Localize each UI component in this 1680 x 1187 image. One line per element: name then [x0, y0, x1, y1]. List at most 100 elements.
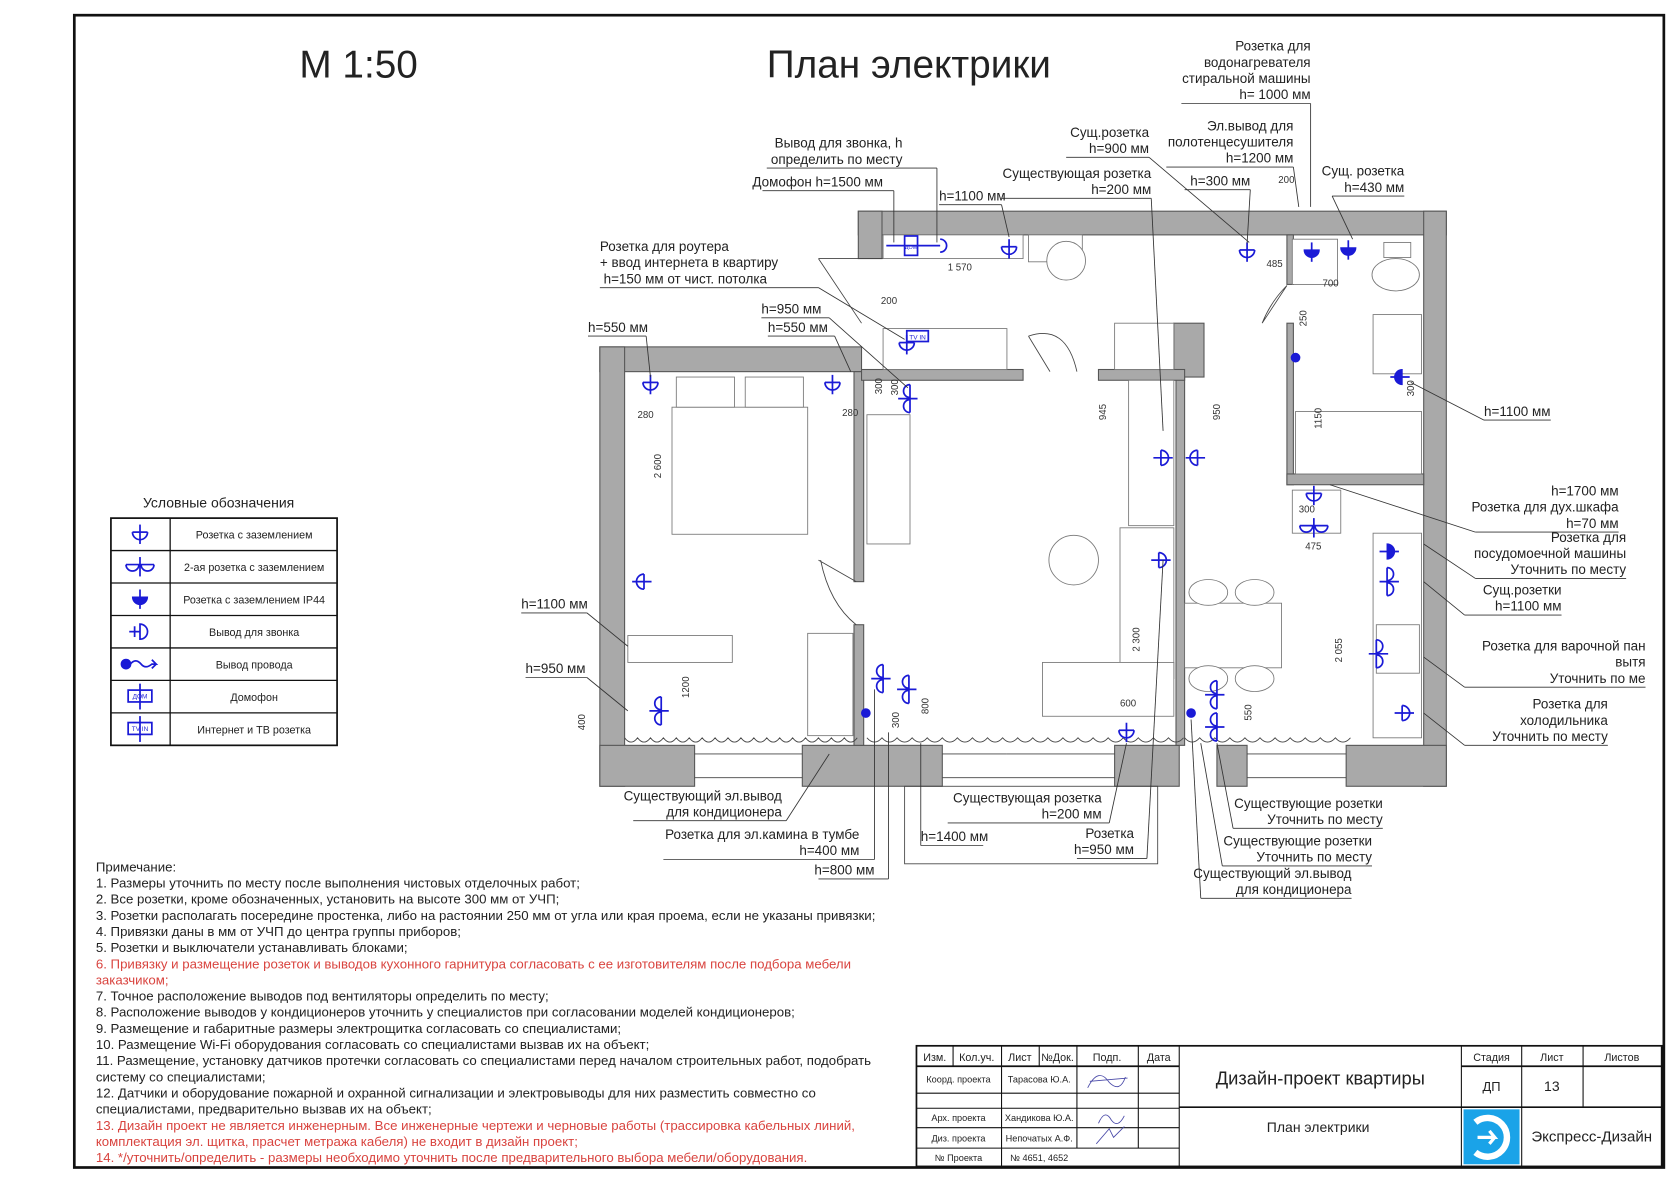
notes-title: Примечание: [96, 859, 176, 874]
annotation-line: h=70 мм [1566, 516, 1619, 531]
legend-label: 2-ая розетка с заземлением [184, 562, 324, 574]
annotation-line: Вывод для звонка, h [775, 136, 903, 151]
note-line: 11. Размещение, установку датчиков проте… [96, 1053, 871, 1068]
wire-outlet-icon [120, 658, 159, 670]
annotation-line: h=1700 мм [1551, 484, 1619, 499]
title-block-header: Дата [1147, 1052, 1171, 1064]
title-block-header: Подп. [1093, 1052, 1122, 1064]
title-block-name: Непочатых А.Ф. [1006, 1134, 1073, 1144]
legend-label: Интернет и ТВ розетка [197, 724, 311, 736]
dimension-value: 300 [1406, 380, 1417, 397]
annotation-line: Существующий эл.вывод [1193, 866, 1351, 881]
annotation-line: h=550 мм [588, 320, 648, 335]
note-line: специалистами, предварительно вызвав их … [96, 1102, 432, 1117]
dimension-value: 2 300 [1131, 627, 1142, 652]
project-title: Дизайн-проект квартиры [1216, 1068, 1425, 1089]
title-block-name: № 4651, 4652 [1010, 1153, 1068, 1163]
annotation-label: h=1100 мм [1410, 382, 1551, 421]
note-line: 12. Датчики и оборудование пожарной и ох… [96, 1086, 816, 1101]
socket-ip44-icon [131, 588, 149, 610]
dimension-value: 800 [920, 697, 931, 714]
leader-line [1150, 198, 1164, 431]
annotation-line: Эл.вывод для [1207, 118, 1293, 133]
annotation-line: h=1400 мм [921, 829, 989, 844]
dimension-value: 485 [1266, 259, 1282, 270]
annotation-text: h=950 мм [526, 661, 586, 676]
annotation-line: Розетка для роутера [600, 239, 730, 254]
annotation-text: Розетка для роутера+ ввод интернета в кв… [600, 239, 779, 286]
annotation-label: h=950 мм [525, 661, 629, 712]
dimension-value: 1 570 [948, 262, 973, 273]
floor-plan: ДОМ TV IN 1 5702004857002002503001150280… [577, 175, 1447, 865]
leader-line [1292, 166, 1300, 207]
annotation-line: Сущ.розетка [1070, 125, 1149, 140]
legend-item: Вывод для звонка [110, 614, 338, 641]
leader-line [586, 612, 629, 647]
leader-line [1423, 543, 1476, 579]
legend-label: Вывод провода [216, 659, 293, 671]
legend-icon-tag: TV IN [132, 726, 149, 733]
leader-line [645, 336, 651, 378]
annotation-text: h=1400 мм [921, 829, 989, 844]
leader-line [1190, 719, 1202, 899]
note-line: 4. Привязки даны в мм от УЧП до центра г… [96, 924, 461, 939]
legend: Условные обозначения Розетка с заземлени… [110, 494, 338, 747]
annotation-line: Существующие розетки [1223, 834, 1372, 849]
leader-line [1200, 743, 1223, 867]
leader-line [785, 753, 830, 821]
annotation-line: Розетка [1085, 826, 1134, 841]
annotation-line: холодильника [1520, 713, 1608, 728]
dimension-value: 950 [1212, 403, 1223, 420]
annotation-line: + ввод интернета в квартиру [600, 255, 779, 270]
note-line: 10. Размещение Wi-Fi оборудования соглас… [96, 1037, 649, 1052]
dimension-value: 550 [1243, 704, 1254, 721]
title-block-header: Лист [1008, 1052, 1031, 1064]
annotation-text: h=550 мм [588, 320, 648, 335]
page-title: План электрики [767, 44, 1051, 87]
legend-item: Вывод провода [110, 647, 338, 671]
tv-internet-socket-icon: TV IN [127, 716, 153, 742]
annotation-line: Сущ. розетка [1322, 164, 1405, 179]
stage-header: Стадия [1473, 1052, 1510, 1064]
leader-line [828, 317, 909, 389]
annotation-label: h=1100 мм [939, 188, 1010, 238]
annotation-text: h=1100 мм [521, 597, 588, 612]
socket-grounded-icon [131, 523, 149, 545]
stage-value: ДП [1483, 1079, 1501, 1094]
leader-line [1108, 743, 1127, 823]
annotation-line: h=950 мм [1074, 842, 1134, 857]
legend-title: Условные обозначения [143, 494, 294, 510]
double-socket-grounded-icon [125, 556, 155, 578]
annotation-text: h=1100 мм [939, 188, 1006, 203]
title-block-role: Коорд. проекта [926, 1074, 991, 1084]
annotation-line: Уточнить по месту [1267, 812, 1383, 827]
dimension-value: 280 [842, 408, 859, 419]
leader-line [586, 677, 629, 712]
annotation-line: Розетка для варочной пан [1482, 639, 1646, 654]
annotation-line: Существующий эл.вывод [624, 788, 782, 803]
note-line: 7. Точное расположение выводов под венти… [96, 989, 549, 1004]
scale-label: М 1:50 [299, 44, 417, 87]
leader-line [1410, 382, 1485, 421]
legend-item: Розетка с заземлением [131, 523, 313, 545]
annotation-label: h=1100 мм [521, 597, 629, 647]
dimension-value: 600 [1120, 699, 1137, 710]
